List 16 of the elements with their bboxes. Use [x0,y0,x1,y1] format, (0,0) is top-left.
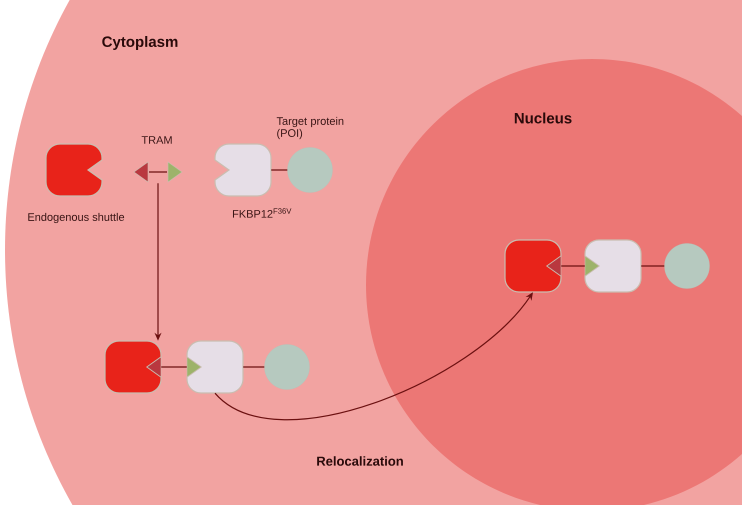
connector-line [561,265,585,267]
node-label: Target protein (POI) [276,116,344,140]
connector-line [641,265,664,267]
target-protein [664,243,710,289]
target-protein [264,344,310,390]
shuttle-protein [504,239,562,293]
node-label: TRAM [142,136,172,144]
connector-line [271,169,288,171]
node-label: FKBP12$^{F36V}$ [232,208,292,218]
connector-line [243,366,264,368]
fkbp-protein [186,340,244,394]
connector-line [161,366,187,368]
shuttle-protein [104,340,162,394]
fkbp-protein [584,239,642,293]
node-label: Endogenous shuttle [28,212,124,224]
shuttle-protein: Endogenous shuttle [28,143,124,224]
